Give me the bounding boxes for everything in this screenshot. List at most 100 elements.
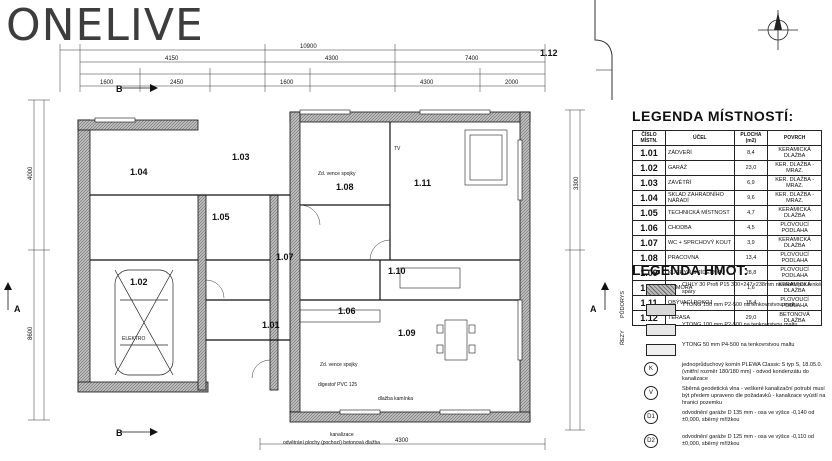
svg-text:B: B: [116, 84, 123, 94]
room-cell-name: SKLAD ZAHRADNÍHO NÁŘADÍ: [664, 190, 735, 206]
dim-left-b: 8600: [28, 326, 34, 340]
room-cell-surface: KER. DLAŽBA - MRAZ.: [767, 160, 822, 176]
room-cell-surface: PLOVOUCÍ PODLAHA: [767, 220, 822, 236]
col-header-surface: POVRCH: [767, 130, 822, 146]
material-swatch: [646, 344, 676, 356]
material-symbol-icon: D1: [644, 410, 658, 424]
dim-row2-a: 1600: [100, 80, 114, 86]
material-text: YTONG 150 mm P2-500 na tenkovrstvou malt…: [682, 302, 798, 308]
section-mark-a-left: A: [4, 282, 21, 314]
dim-row2-b: 2450: [170, 80, 184, 86]
dim-top-mid: 4300: [325, 56, 339, 62]
section-mark-a-right: A: [590, 282, 609, 314]
room-cell-surface: KERAMICKÁ DLAŽBA: [767, 235, 822, 251]
dim-row2-d: 4300: [420, 80, 434, 86]
room-cell-surface: KER. DLAŽBA - MRAZ.: [767, 190, 822, 206]
room-cell-no: 1.02: [632, 160, 666, 176]
exterior-walls: [77, 111, 531, 423]
material-item: YTONG 150 mm P2-500 na tenkovrstvou malt…: [636, 302, 832, 322]
note-tv: TV: [394, 146, 401, 152]
room-cell-no: 1.04: [632, 190, 666, 206]
room-label-1.09: 1.09: [398, 328, 416, 338]
material-item: D2 odvodnění garáže D 125 mm - osa ve výš…: [636, 434, 832, 458]
material-text: Sběrná geodetická vlna - veškeré kanaliz…: [682, 386, 826, 406]
dim-bottom-mid: 4300: [395, 438, 409, 444]
room-cell-name: GARÁŽ: [664, 160, 735, 176]
sofa-icon: [464, 129, 508, 186]
note-odvetrani: odvětrání plochy (pochozí) betonová dlaž…: [283, 440, 380, 446]
room-cell-area: 23,0: [733, 160, 769, 176]
dim-top-total: 10900: [300, 44, 317, 50]
room-label-1.11: 1.11: [414, 178, 431, 188]
room-cell-area: 8,4: [733, 145, 769, 161]
room-label-1.02: 1.02: [130, 277, 148, 287]
note-vence-1: Zd. vence spojky: [318, 171, 356, 177]
room-label-1.07: 1.07: [276, 252, 294, 262]
room-legend-table: ČÍSLO MÍSTN. ÚČEL PLOCHA (m2) POVRCH 1.0…: [632, 130, 822, 326]
room-cell-name: ZÁVĚTŘÍ: [664, 175, 735, 191]
material-symbol-icon: D2: [644, 434, 658, 448]
room-cell-surface: BETONOVÁ DLAŽBA: [767, 310, 822, 326]
room-label-1.03: 1.03: [232, 152, 250, 162]
material-item: CIHLY 30 Profi P15 300×247×238mm na malt…: [636, 282, 832, 302]
dim-right-a: 3300: [574, 176, 580, 190]
room-label-1.08: 1.08: [336, 182, 354, 192]
room-cell-surface: KERAMICKÁ DLAŽBA: [767, 205, 822, 221]
section-mark-b-bottom: B: [116, 428, 158, 438]
room-label-1.06: 1.06: [338, 306, 356, 316]
room-cell-name: CHODBA: [664, 220, 735, 236]
room-cell-no: 1.07: [632, 235, 666, 251]
note-elektro: ELEKTRO: [122, 336, 145, 342]
room-cell-no: 1.06: [632, 220, 666, 236]
room-cell-area: 3,9: [733, 235, 769, 251]
material-swatch: [646, 324, 676, 336]
room-cell-area: 4,7: [733, 205, 769, 221]
material-legend-title: LEGENDA HMOT:: [632, 262, 749, 278]
room-cell-area: 6,9: [733, 175, 769, 191]
room-cell-name: ZÁDVEŘÍ: [664, 145, 735, 161]
room-label-1.05: 1.05: [212, 212, 230, 222]
svg-text:A: A: [590, 304, 597, 314]
room-cell-name: TECHNICKÁ MÍSTNOST: [664, 205, 735, 221]
material-swatch: [646, 284, 676, 296]
room-cell-no: 1.05: [632, 205, 666, 221]
svg-text:B: B: [116, 428, 123, 438]
room-cell-surface: KER. DLAŽBA - MRAZ.: [767, 175, 822, 191]
material-text: YTONG 100 mm P2-500 na tenkovrstvou malt…: [682, 322, 798, 328]
room-legend-title: LEGENDA MÍSTNOSTÍ:: [632, 108, 794, 124]
note-kanalizace: kanalizace: [330, 432, 354, 438]
section-mark-b-top: B: [116, 84, 158, 94]
brand-logo: ONELIVE: [6, 0, 204, 51]
note-dlazba: dlažba kamínka: [378, 396, 413, 402]
dim-left-a: 4000: [28, 166, 34, 180]
room-label-1.04: 1.04: [130, 167, 148, 177]
material-text: YTONG 50 mm P4-500 na tenkovrstvou maltu: [682, 342, 795, 348]
room-cell-no: 1.01: [632, 145, 666, 161]
material-text: odvodnění garáže D 125 mm - osa ve výšce…: [682, 434, 814, 447]
north-arrow-icon: [758, 10, 798, 50]
material-legend: LEGENDA HMOT: CIHLY 30 Profi P15 300×247…: [618, 262, 832, 458]
room-cell-name: TERASA: [664, 310, 735, 326]
material-side-label: PŮDORYS: [620, 290, 626, 318]
room-cell-area: 4,5: [733, 220, 769, 236]
material-text: jednoprůduchový komín PLEWA Classic S ty…: [682, 362, 823, 382]
material-item: YTONG 50 mm P4-500 na tenkovrstvou maltu: [636, 342, 832, 362]
col-header-number: ČÍSLO MÍSTN.: [632, 130, 666, 146]
material-item: V Sběrná geodetická vlna - veškeré kanali…: [636, 386, 832, 410]
room-cell-no: 1.03: [632, 175, 666, 191]
material-item: YTONG 100 mm P2-500 na tenkovrstvou malt…: [636, 322, 832, 342]
col-header-area: PLOCHA (m2): [733, 130, 769, 146]
material-symbol-icon: V: [644, 386, 658, 400]
note-vence-2: Zd. vence spojky: [320, 362, 358, 368]
room-cell-area: 9,6: [733, 190, 769, 206]
svg-text:A: A: [14, 304, 21, 314]
